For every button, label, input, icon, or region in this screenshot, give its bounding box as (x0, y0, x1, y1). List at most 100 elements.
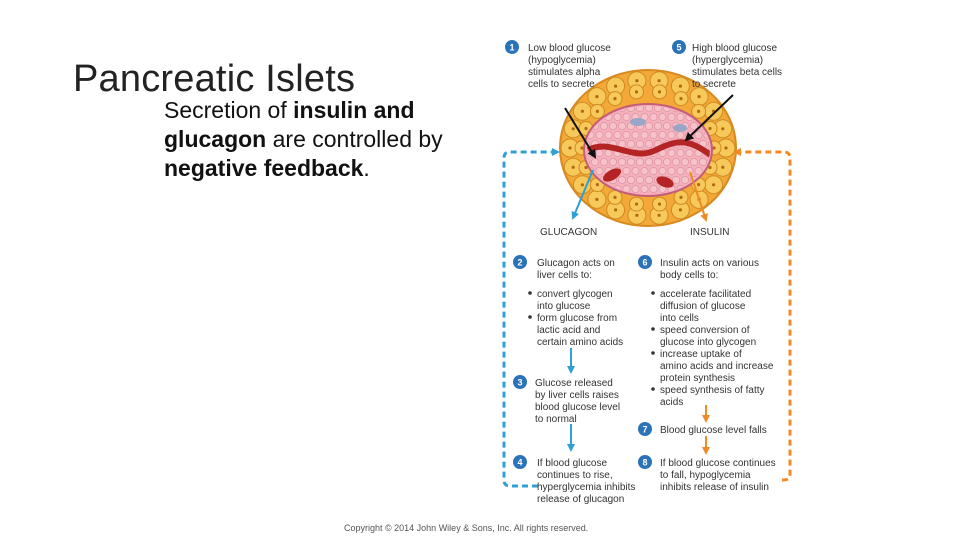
body-text-suffix: . (363, 155, 370, 181)
bullet-dot (528, 291, 532, 295)
step-number: 2 (517, 258, 522, 268)
acinar-nucleus (595, 109, 600, 113)
step-number: 8 (642, 458, 647, 468)
acinar-nucleus (635, 79, 639, 83)
step-8: 8 If blood glucose continues to fall, hy… (638, 455, 776, 493)
islet-cell (649, 185, 658, 193)
acinar-nucleus (657, 79, 661, 83)
step-1: 1 Low blood glucose (hypoglycemia) stimu… (505, 40, 611, 90)
islet-cell (636, 176, 644, 184)
step-3-line: Glucose released (535, 378, 613, 389)
step-3-line: to normal (535, 414, 577, 425)
step-6-bullet: speed synthesis of fatty (660, 385, 765, 396)
islet-cell (600, 122, 608, 130)
acinar-nucleus (580, 146, 584, 150)
islet-cell (663, 158, 671, 166)
islet-cell (645, 176, 653, 184)
islet-cell (649, 113, 658, 121)
acinar-nucleus (708, 126, 712, 131)
islet-cell (609, 122, 617, 130)
islet-cell (685, 149, 694, 157)
acinar-nucleus (614, 84, 618, 88)
step-6-bullet: increase uptake of (660, 349, 742, 360)
stimulus-arrow-alpha (564, 107, 597, 159)
step-5-line: High blood glucose (692, 43, 777, 54)
step-6-bullet: diffusion of glucose (660, 301, 746, 312)
body-bold-hormones: insulin and glucagon (164, 97, 415, 152)
step-2: 2 Glucagon acts on liver cells to: conve… (513, 255, 623, 348)
islet-cell (658, 113, 667, 121)
islet-cell (654, 158, 662, 166)
islet-cell (676, 131, 685, 139)
islet-cell (672, 158, 680, 166)
step-6-bullet: acids (660, 397, 683, 408)
islet-cell (699, 158, 707, 166)
acinar-nucleus (697, 95, 701, 99)
acinar-nucleus (721, 127, 725, 131)
step-6-bullet: accelerate facilitated (660, 289, 751, 300)
acinar-cells (560, 71, 736, 225)
bullet-dot (651, 291, 655, 295)
stimulus-arrow-beta (684, 94, 734, 142)
acinar-nucleus (595, 197, 599, 201)
step-2-line: Glucagon acts on (537, 258, 615, 269)
step-1-line: Low blood glucose (528, 43, 611, 54)
islet-cell (622, 167, 631, 175)
step-number-badge (638, 255, 652, 269)
acinar-nucleus (678, 84, 683, 88)
glucagon-release-arrow (571, 169, 594, 220)
islet-cell (681, 158, 689, 166)
glucagon-label: GLUCAGON (540, 227, 597, 238)
islet-cell (618, 176, 626, 184)
islet-cell (654, 122, 662, 130)
body-text-prefix: Secretion of (164, 97, 294, 123)
step-8-line: inhibits release of insulin (660, 482, 769, 493)
bullet-dot (651, 351, 655, 355)
islet-cell (604, 149, 613, 157)
step-1-line: stimulates alpha (528, 67, 601, 78)
step-2-bullet: lactic acid and (537, 325, 600, 336)
acinar-nucleus (568, 146, 572, 150)
acinar-nucleus (712, 183, 716, 187)
islet-cell (631, 167, 640, 175)
islet-cell (676, 167, 685, 175)
acinar-nucleus (697, 109, 701, 113)
step-6-bullet: protein synthesis (660, 373, 735, 384)
islet-cell (627, 158, 635, 166)
insulin-feedback-loop (733, 148, 792, 482)
step-4-line: hyperglycemia inhibits (537, 482, 635, 493)
islet-cell (640, 167, 649, 175)
step-3: 3 Glucose released by liver cells raises… (513, 375, 620, 425)
islet-cell (667, 131, 676, 139)
acinar-nucleus (571, 165, 575, 169)
islet-cell (667, 167, 676, 175)
step-5-line: stimulates beta cells (692, 67, 782, 78)
step-5-line: to secrete (692, 79, 736, 90)
step-2-bullet: form glucose from (537, 313, 617, 324)
acinar-nucleus (724, 146, 728, 150)
step-6-line: Insulin acts on various (660, 258, 759, 269)
acinar-nucleus (580, 183, 585, 187)
step-3-line: blood glucose level (535, 402, 620, 413)
acinar-nucleus (679, 97, 683, 101)
bullet-dot (651, 387, 655, 391)
islet-cell (631, 185, 640, 193)
islet-cell (645, 140, 653, 148)
islet-cell (676, 113, 685, 121)
islet-cell (667, 113, 676, 121)
acinar-nucleus (595, 183, 600, 187)
islet-cell (672, 176, 680, 184)
step-6-bullet: into cells (660, 313, 699, 324)
pancreatic-islet-illustration (559, 69, 737, 227)
copyright-notice: Copyright © 2014 John Wiley & Sons, Inc.… (344, 523, 589, 533)
glucagon-feedback-loop (502, 148, 560, 488)
step-6: 6 Insulin acts on various body cells to:… (638, 255, 774, 408)
acinar-nucleus (679, 195, 683, 199)
step-number-badge (513, 375, 527, 389)
blood-vessel (656, 176, 674, 188)
step-6-bullet: amino acids and increase (660, 361, 774, 372)
slide-body: Secretion of insulin and glucagon are co… (164, 96, 494, 183)
step-6-line: body cells to: (660, 270, 718, 281)
step-2-bullet: into glucose (537, 301, 591, 312)
